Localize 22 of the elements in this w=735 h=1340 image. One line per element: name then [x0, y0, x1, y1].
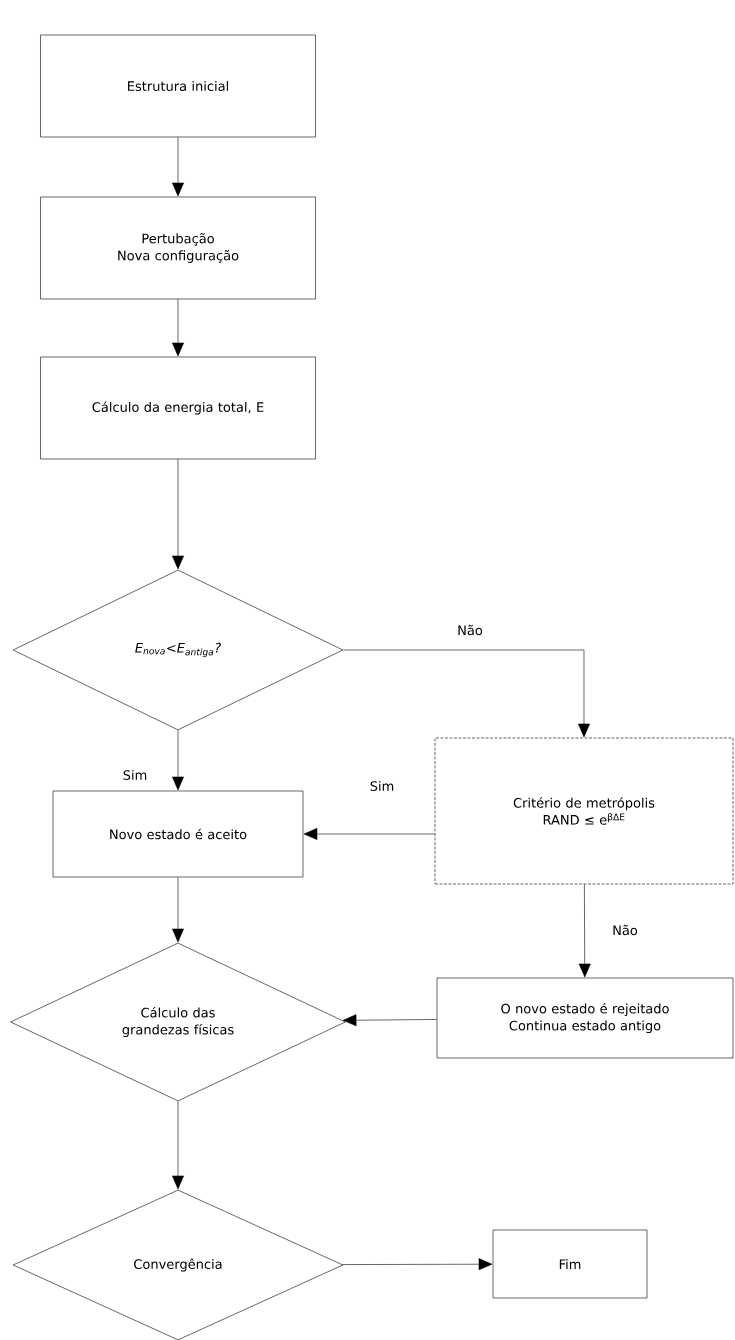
arrow	[342, 1258, 493, 1271]
process-box: Pertubação Nova configuração	[40, 196, 316, 300]
arrow	[303, 828, 435, 840]
edge-label: Não	[456, 623, 484, 637]
edge-label: Sim	[368, 779, 396, 792]
process-box: O novo estado é rejeitado Continua estado antigo	[436, 977, 734, 1059]
process-box: Cálculo da energia total, E	[40, 356, 316, 460]
process-box: Fim	[492, 1229, 648, 1299]
arrow	[172, 137, 184, 197]
process-box: Estrutura inicial	[40, 34, 316, 138]
process-box: Novo estado é aceito	[52, 790, 304, 878]
edge-label: Não	[611, 923, 639, 937]
edge-label: Sim	[121, 768, 149, 781]
arrow	[172, 730, 184, 791]
arrow	[342, 1014, 437, 1027]
arrow	[172, 299, 184, 357]
arrow	[172, 1101, 184, 1190]
arrow	[578, 884, 591, 978]
arrow	[343, 649, 590, 738]
arrow	[172, 459, 184, 570]
process-box: Critério de metrópolis RAND ≤ e$^{βΔE}$	[434, 737, 734, 885]
arrow	[172, 877, 184, 943]
